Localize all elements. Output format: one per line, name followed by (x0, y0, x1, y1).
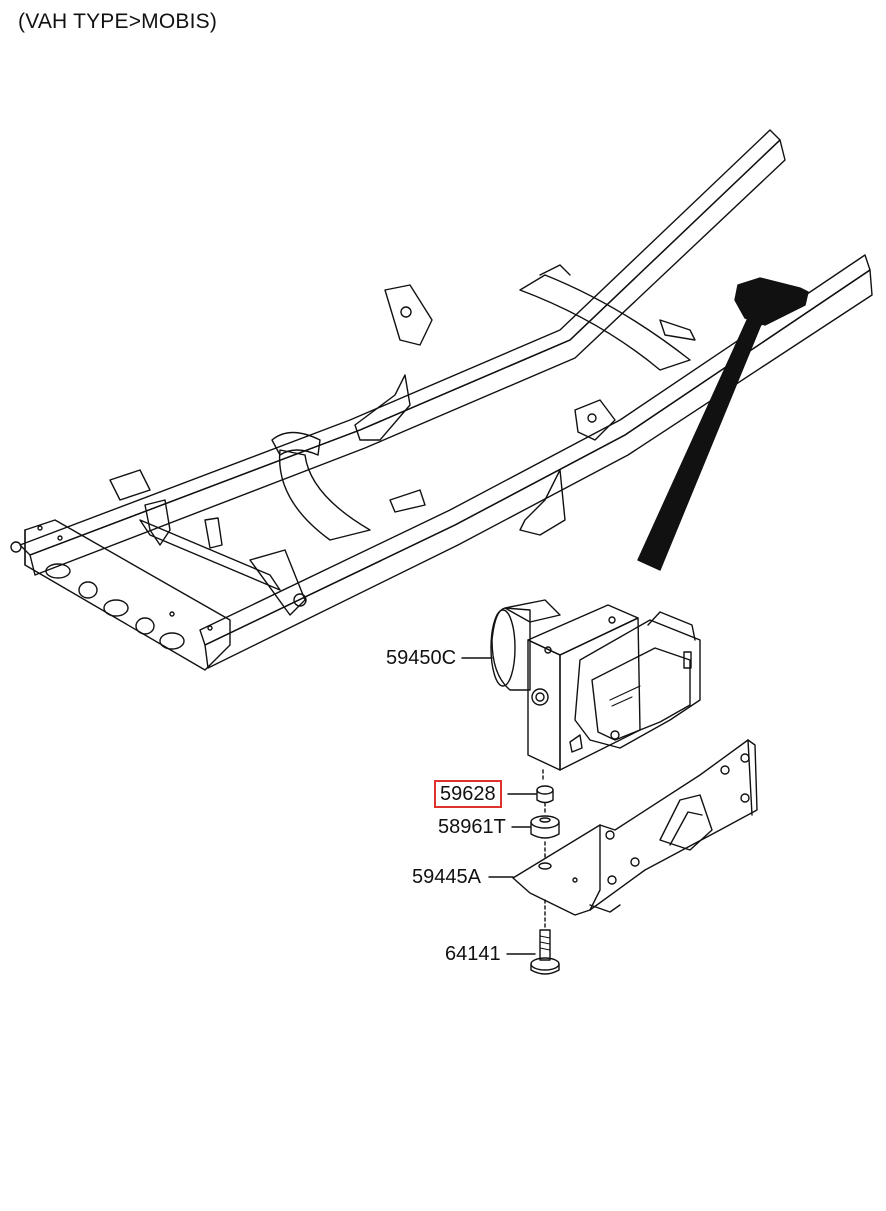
rubber-bushing (530, 802, 560, 861)
location-pointer (637, 277, 809, 571)
part-label-spacer-highlighted[interactable]: 59628 (434, 780, 502, 808)
part-label-abs-unit[interactable]: 59450C (386, 647, 457, 669)
part-label-bracket[interactable]: 59445A (412, 866, 481, 888)
leader-lines (461, 657, 537, 955)
mounting-bracket (512, 739, 758, 916)
part-label-bushing[interactable]: 58961T (438, 816, 506, 838)
spacer (536, 769, 554, 804)
flange-bolt (530, 899, 560, 975)
part-label-bolt[interactable]: 64141 (445, 943, 501, 965)
vehicle-frame (10, 129, 873, 671)
diagram-caption: (VAH TYPE>MOBIS) (18, 10, 218, 33)
abs-hydraulic-unit (490, 599, 701, 771)
